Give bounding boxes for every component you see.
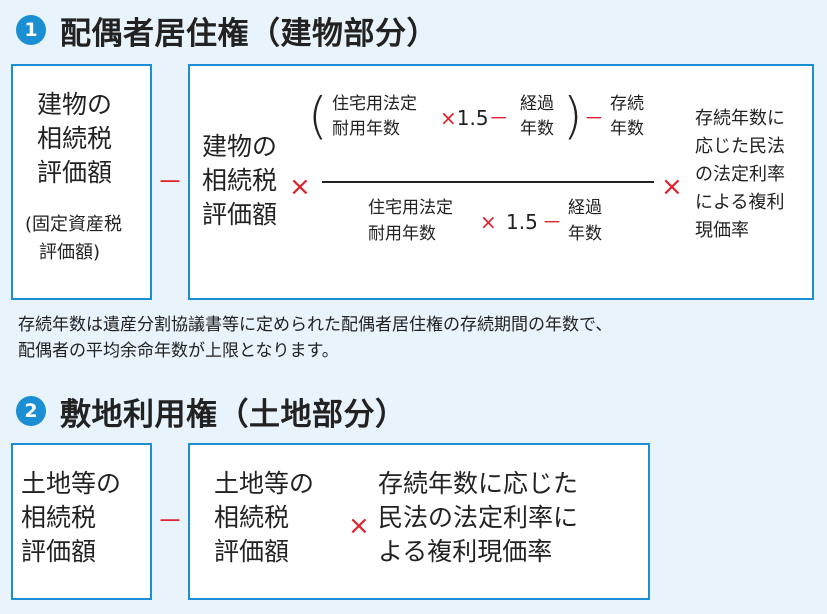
left2-value-line-1: 土地等の [21,469,122,498]
section1-number-badge: 1 [16,15,46,45]
section2-number-badge: 2 [16,396,46,426]
section2-minus-operator: － [157,507,184,537]
formula2-value-line-2: 相続税 [214,503,290,532]
section2-left-box: 土地等の 相続税 評価額 [11,443,152,600]
rate-line-4: による複利 [695,192,785,213]
denominator-term2-line-2: 年数 [568,224,602,244]
numerator-term2-line-1: 経過 [520,94,554,114]
left-value-line-3: 評価額 [37,158,113,187]
section1-formula-box: 建物の 相続税 評価額 × ( 住宅用法定 耐用年数 ×1.5－ 経過 年数 )… [188,64,814,300]
section2-heading: 敷地利用権（土地部分） [60,397,407,433]
formula-value-line-1: 建物の [202,132,278,161]
denominator-value: 1.5 [506,210,538,234]
left-sub-line-1: (固定資産税 [25,214,123,235]
numerator-term2-line-2: 年数 [520,119,554,139]
rate-line-2: 応じた民法 [695,136,785,157]
section2-formula-box: 土地等の 相続税 評価額 × 存続年数に応じた 民法の法定利率に よる複利現価率 [188,443,650,600]
numerator-open-paren: ( [308,87,328,145]
rate-line-3: の法定利率 [695,164,785,185]
section1-heading: 配偶者居住権（建物部分） [60,16,438,52]
section1-minus-operator: － [157,168,184,198]
formula-value-line-2: 相続税 [202,166,278,195]
note-line-1: 存続年数は遺産分割協議書等に定められた配偶者居住権の存続期間の年数で、 [18,315,613,335]
section1-left-box: 建物の 相続税 評価額 (固定資産税 評価額) [11,64,152,300]
left-value-line-2: 相続税 [37,124,113,153]
numerator-term1-line-1: 住宅用法定 [332,94,417,114]
rate-line-1: 存続年数に [695,108,785,129]
left-value-line-1: 建物の [37,90,113,119]
rate2-line-1: 存続年数に応じた [378,469,579,498]
denominator-term1-line-1: 住宅用法定 [368,198,453,218]
numerator-times-value: ×1.5－ [440,106,509,130]
denominator-term2-line-1: 経過 [568,198,602,218]
numerator-term1-line-2: 耐用年数 [332,119,400,139]
fraction-bar [322,181,654,183]
section2-times-operator: × [348,511,370,541]
left-sub-line-2: 評価額) [39,242,101,263]
rate2-line-3: よる複利現価率 [378,537,553,566]
formula2-value-line-1: 土地等の [214,469,315,498]
rate2-line-2: 民法の法定利率に [378,503,579,532]
numerator-term3-line-2: 年数 [610,119,644,139]
note-line-2: 配偶者の平均余命年数が上限となります。 [18,341,339,361]
left2-value-line-3: 評価額 [21,537,97,566]
denominator-minus: － [542,210,562,234]
numerator-close-paren: ) [563,87,583,145]
numerator-term3-line-1: 存続 [610,94,644,114]
left2-value-line-2: 相続税 [21,503,97,532]
rate-line-5: 現価率 [695,220,749,241]
formula2-value-line-3: 評価額 [214,537,290,566]
numerator-minus-2: － [584,106,604,130]
times-operator-1: × [289,172,311,202]
denominator-term1-line-2: 耐用年数 [368,224,436,244]
denominator-times: × [480,210,497,234]
formula-value-line-3: 評価額 [202,200,278,229]
times-operator-2: × [661,172,683,202]
